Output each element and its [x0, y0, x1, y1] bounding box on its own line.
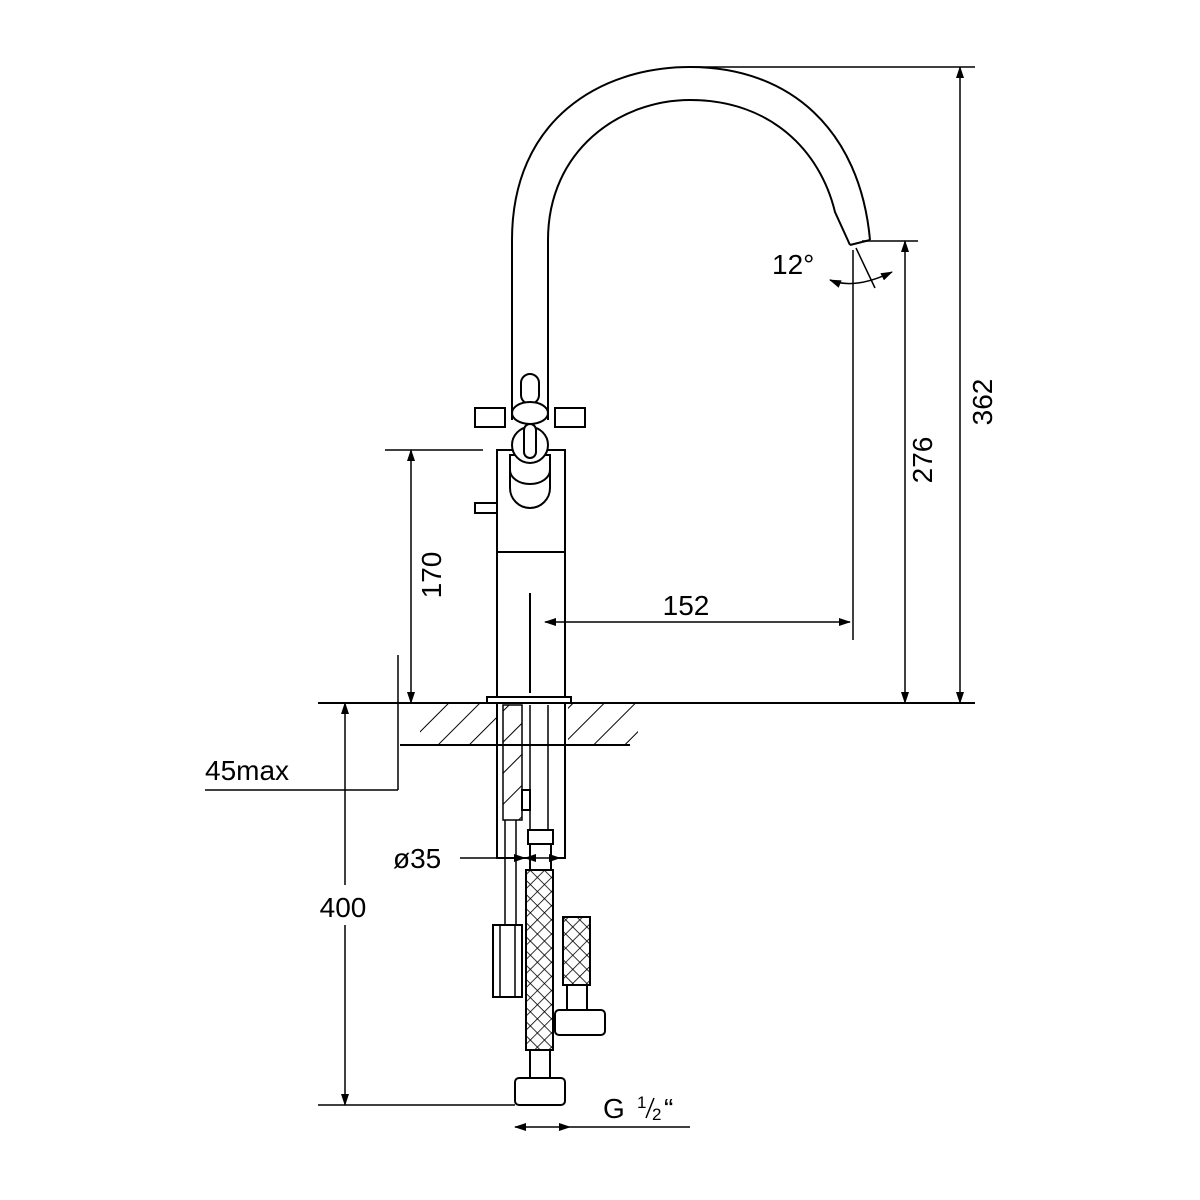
spout [511, 65, 871, 420]
label-thread-mark: “ [664, 1093, 673, 1124]
label-362: 362 [967, 379, 998, 426]
faucet-body [474, 423, 572, 704]
countertop [318, 702, 975, 746]
cross-handles [474, 373, 586, 428]
label-thread-den: 2 [652, 1105, 661, 1124]
label-152: 152 [663, 590, 710, 621]
label-170: 170 [416, 552, 447, 599]
dimension-diameter: ø35 [393, 843, 561, 874]
dimension-body-height: 170 [385, 449, 483, 704]
label-thread-num: 1 [637, 1093, 646, 1112]
dimension-spout-reach: 152 [544, 590, 851, 626]
under-counter-assembly [492, 702, 606, 1106]
dimension-counter-thickness: 45max [205, 655, 399, 791]
label-thread-g: G [603, 1093, 625, 1124]
label-diameter-35: ø35 [393, 843, 441, 874]
label-276: 276 [907, 437, 938, 484]
label-400: 400 [320, 892, 367, 923]
label-45max: 45max [205, 755, 289, 786]
dimension-spout-height: 276 [862, 240, 938, 704]
label-12-degree: 12° [772, 249, 814, 280]
dimension-total-height: 362 [690, 66, 998, 704]
dimension-thread: G 1 2 “ [514, 1093, 690, 1131]
dimension-spout-angle: 12° [772, 247, 893, 640]
dimension-hose-length: 400 [310, 702, 515, 1106]
